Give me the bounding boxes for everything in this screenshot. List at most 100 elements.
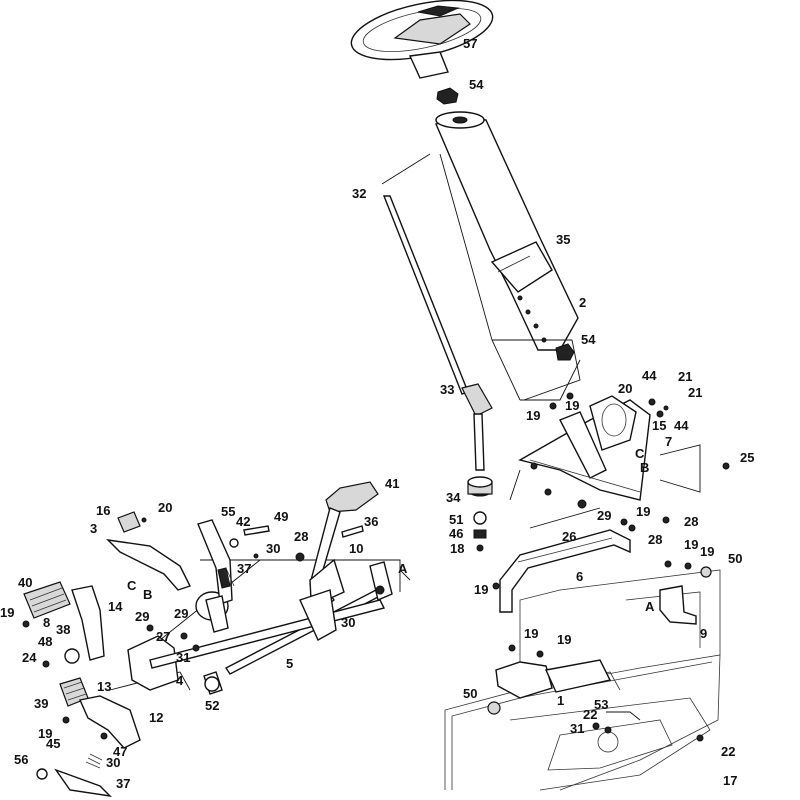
bracket-a-right — [369, 561, 393, 601]
letter-c-left: C — [127, 578, 137, 593]
callout-15: 15 — [652, 418, 666, 433]
callout-50b: 50 — [463, 686, 477, 701]
callout-19h: 19 — [38, 726, 52, 741]
callout-34: 34 — [446, 490, 461, 505]
callout-29b: 29 — [135, 609, 149, 624]
callout-24: 24 — [22, 650, 37, 665]
callout-7: 7 — [665, 434, 672, 449]
steering-shaft — [382, 195, 493, 471]
callout-50: 50 — [728, 551, 742, 566]
callout-45: 45 — [46, 736, 60, 751]
callout-19j: 19 — [557, 632, 571, 647]
callout-22: 22 — [583, 707, 597, 722]
callout-12: 12 — [149, 710, 163, 725]
callout-6: 6 — [576, 569, 583, 584]
callout-19e: 19 — [700, 544, 714, 559]
callout-25: 25 — [740, 450, 754, 465]
callout-28: 28 — [684, 514, 698, 529]
callout-5: 5 — [286, 656, 293, 671]
callout-57: 57 — [463, 36, 477, 51]
spring-30 — [85, 753, 103, 769]
callout-28c: 28 — [294, 529, 308, 544]
pedal-pad-40 — [23, 581, 71, 619]
callout-19c: 19 — [636, 504, 650, 519]
callout-29c: 29 — [174, 606, 188, 621]
callout-54b: 54 — [581, 332, 596, 347]
callout-55: 55 — [221, 504, 235, 519]
callout-40: 40 — [18, 575, 32, 590]
callout-3: 3 — [90, 521, 97, 536]
callout-14: 14 — [108, 599, 123, 614]
callout-52: 52 — [205, 698, 219, 713]
bracket-9 — [659, 566, 712, 625]
bushing-52 — [204, 676, 220, 692]
callout-10: 10 — [349, 541, 363, 556]
callout-22b: 22 — [721, 744, 735, 759]
callout-13: 13 — [97, 679, 111, 694]
callout-16: 16 — [96, 503, 110, 518]
steering-column — [435, 111, 579, 351]
callout-29: 29 — [597, 508, 611, 523]
chassis-frame — [444, 569, 721, 791]
callout-44: 44 — [642, 368, 657, 383]
washer-42 — [229, 538, 239, 548]
bolt-49 — [243, 525, 270, 536]
callout-36: 36 — [364, 514, 378, 529]
callout-31: 31 — [176, 650, 190, 665]
pedal-arm-10 — [299, 558, 345, 641]
callout-2: 2 — [579, 295, 586, 310]
callout-41: 41 — [385, 476, 399, 491]
pinion-gear — [467, 476, 493, 497]
callout-53: 53 — [594, 697, 608, 712]
letter-a-left: A — [398, 561, 408, 576]
callout-37: 37 — [237, 561, 251, 576]
crossbar-6 — [499, 529, 631, 613]
callout-35: 35 — [556, 232, 570, 247]
callout-49: 49 — [274, 509, 288, 524]
callout-33: 33 — [440, 382, 454, 397]
bolt-36 — [341, 525, 364, 538]
lever-55 — [197, 519, 233, 633]
callout-9: 9 — [700, 626, 707, 641]
callout-56: 56 — [14, 752, 28, 767]
nut-28 — [295, 552, 305, 562]
nut-46 — [473, 529, 487, 539]
letter-b-right: B — [640, 460, 649, 475]
callout-38: 38 — [56, 622, 70, 637]
fasteners — [22, 392, 730, 742]
letter-a-right: A — [645, 599, 655, 614]
callout-21b: 21 — [688, 385, 702, 400]
callout-17: 17 — [723, 773, 737, 788]
bracket-1 — [487, 659, 612, 715]
callout-27: 27 — [156, 629, 170, 644]
callout-19i: 19 — [524, 626, 538, 641]
column-nut — [555, 343, 575, 361]
callout-19d: 19 — [684, 537, 698, 552]
callout-18: 18 — [450, 541, 464, 556]
callout-46: 46 — [449, 526, 463, 541]
callout-20: 20 — [618, 381, 632, 396]
callout-39: 39 — [34, 696, 48, 711]
callout-4: 4 — [176, 673, 184, 688]
callout-19: 19 — [526, 408, 540, 423]
callout-19b: 19 — [565, 398, 579, 413]
callout-1: 1 — [557, 693, 564, 708]
callout-30: 30 — [266, 541, 280, 556]
steering-bracket — [518, 395, 651, 501]
callout-19g: 19 — [0, 605, 14, 620]
bolt-18 — [476, 544, 484, 552]
callout-47: 47 — [113, 744, 127, 759]
callout-28b: 28 — [648, 532, 662, 547]
callout-26: 26 — [562, 529, 576, 544]
callout-30c: 30 — [106, 755, 120, 770]
callout-20b: 20 — [158, 500, 172, 515]
callout-32: 32 — [352, 186, 366, 201]
pedal-arm-12 — [79, 695, 141, 749]
letter-c-right: C — [635, 446, 645, 461]
callout-19f: 19 — [474, 582, 488, 597]
spring-37-upper — [223, 567, 235, 589]
callout-8: 8 — [43, 615, 50, 630]
lever-3 — [106, 511, 191, 591]
steering-nut-top — [436, 87, 459, 105]
